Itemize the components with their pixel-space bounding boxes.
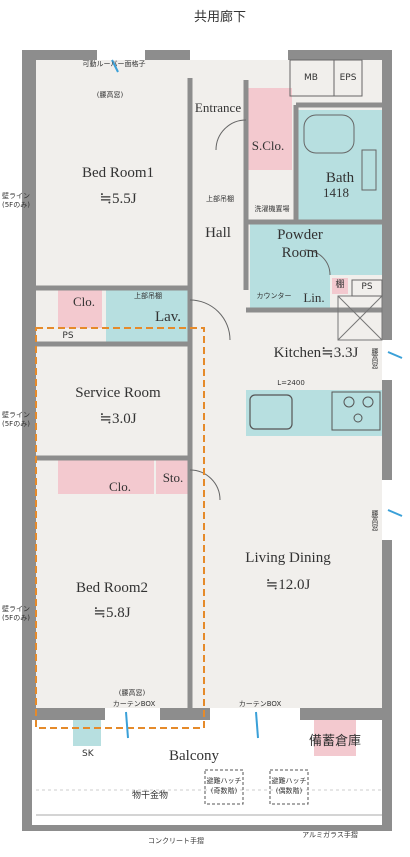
bath-label: Bath [325, 170, 355, 186]
hatch-even [269, 769, 309, 805]
lavatory-area [106, 290, 192, 342]
shelf-label: 棚 [335, 280, 345, 290]
hatch-odd [204, 769, 244, 805]
wall-line-note-2: 壁ライン [2, 411, 30, 419]
washer-note: 洗濯機置場 [254, 205, 290, 213]
service-room-size: ≒3.0J [99, 411, 137, 427]
bed1-label: Bed Room1 [81, 165, 155, 181]
bath-area [298, 110, 382, 220]
mb-label: MB [304, 73, 318, 83]
interior-walls [36, 78, 382, 708]
curtain-box-2: カーテンBOX [238, 700, 282, 708]
entrance-label: Entrance [194, 100, 242, 115]
eps-label: EPS [339, 73, 357, 83]
high-window-top: (腰高窓) [96, 91, 124, 99]
bed1-size: ≒5.5J [99, 191, 137, 207]
concrete-rail-note: コンクリート手摺 [148, 837, 204, 845]
upper-shelf-note-2: 上部吊棚 [134, 292, 162, 300]
closet-mid-label: Clo. [108, 479, 132, 494]
glass-rail-note: アルミガラス手摺 [302, 831, 358, 839]
ps-label: PS [361, 282, 373, 292]
door-swings [189, 119, 331, 501]
5f-wall-line [35, 327, 205, 729]
kitchen-counter [246, 390, 382, 436]
bathtub [303, 114, 355, 154]
hatch-odd-label: 避難ハッチ [206, 777, 242, 785]
bath-size: 1418 [323, 185, 349, 200]
emergency-store-area [314, 720, 356, 756]
shoe-closet-area [246, 88, 292, 170]
living-label: Living Dining [245, 550, 331, 566]
curtain-box-1: カーテンBOX [112, 700, 156, 708]
kitchen-sink [249, 394, 293, 430]
wall-line-note-3: 壁ライン [2, 605, 30, 613]
kitchen-window-note: 腰高窓 [371, 348, 379, 369]
wall-line-note-3b: (5Fのみ) [2, 614, 30, 622]
upper-shelf-note: 上部吊棚 [206, 195, 234, 203]
storage-label: Sto. [162, 470, 184, 485]
louver-note: 可動ルーバー面格子 [82, 60, 146, 68]
service-room-label: Service Room [75, 385, 161, 401]
closet-upper-area [58, 290, 102, 328]
linen-label: Lin. [303, 290, 325, 305]
wall-line-note-2b: (5Fのみ) [2, 420, 30, 428]
storage-area [156, 460, 190, 494]
kitchen-length: L=2400 [277, 379, 305, 387]
living-size: ≒12.0J [265, 577, 311, 593]
lav-label: Lav. [154, 309, 182, 325]
wall-line-note-1: 壁ライン [2, 192, 30, 200]
hatch-even-label-2: (偶数階) [275, 787, 303, 795]
common-corridor-label: 共用廊下 [193, 9, 247, 24]
ps-small-label: PS [62, 331, 74, 341]
window-marks [111, 59, 403, 739]
powder-room-area [250, 220, 382, 275]
balcony-label: Balcony [169, 748, 219, 764]
living-window-note: 腰高窓 [371, 510, 379, 531]
hall-label: Hall [205, 225, 231, 241]
counter-label: カウンター [256, 292, 292, 300]
kitchen-label: Kitchen≒3.3J [273, 345, 359, 361]
sk-area [73, 720, 101, 746]
high-window-bed2: (腰高窓) [118, 689, 146, 697]
closet-mid-area [58, 460, 154, 494]
wall-line-note-1b: (5Fのみ) [2, 201, 30, 209]
powder-label-2: Room [281, 245, 319, 261]
hatch-even-label: 避難ハッチ [271, 777, 307, 785]
powder-label: Powder [277, 227, 323, 243]
closet-upper-label: Clo. [72, 294, 96, 309]
sk-label: SK [82, 749, 94, 759]
bed2-size: ≒5.8J [93, 605, 131, 621]
drying-note: 物干金物 [131, 791, 169, 801]
bed2-label: Bed Room2 [75, 580, 149, 596]
hatch-odd-label-2: (奇数階) [210, 787, 238, 795]
emergency-store-label: 備蓄倉庫 [308, 733, 362, 748]
outer-walls [22, 50, 392, 831]
shoe-closet-label: S.Clo. [251, 138, 285, 153]
stove [331, 391, 381, 431]
